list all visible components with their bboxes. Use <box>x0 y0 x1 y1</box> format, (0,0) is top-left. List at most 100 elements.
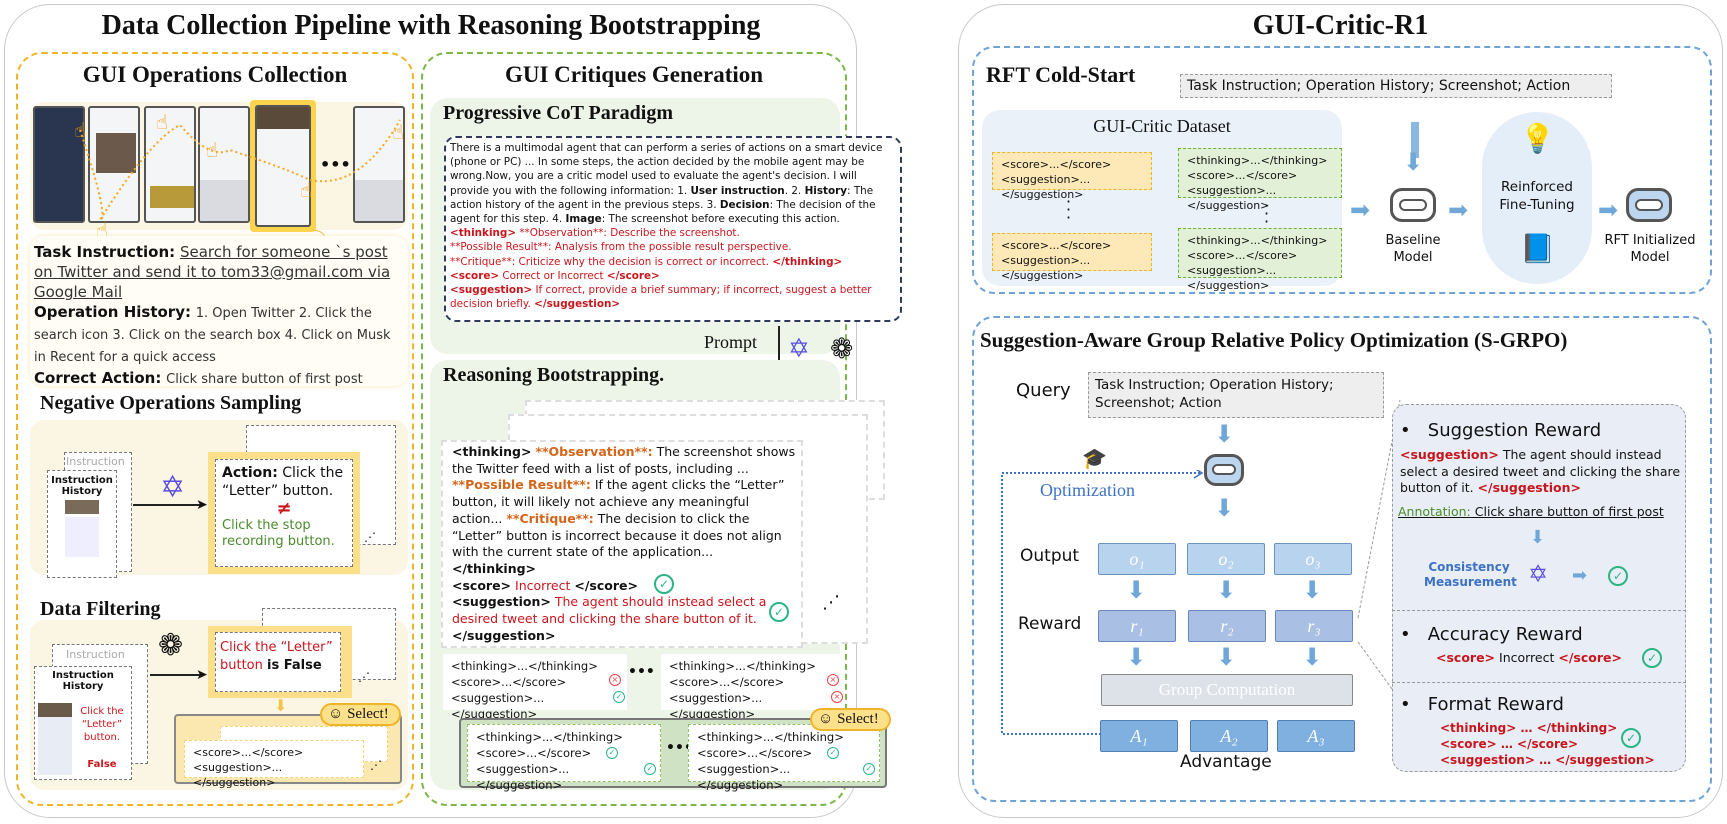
judge-action: Click the “Letter” button <box>220 640 333 673</box>
arrow-down-icon: ⬇ <box>1302 643 1323 671</box>
select-label: Select! <box>837 711 879 727</box>
cand-thinking: <thinking>...</thinking> <box>451 659 598 673</box>
entry-score: <score>...</score> <box>1001 158 1112 171</box>
arrow-down-icon: ⬇ <box>1403 148 1424 176</box>
negative-action-text: Action: Click the “Letter” button. <box>216 460 352 500</box>
cot-suggestion-close: </suggestion> <box>534 298 621 311</box>
ar-open-tag: <score> <box>1436 650 1496 665</box>
format-reward-tags: <thinking> … </thinking> <score> … </sco… <box>1440 720 1655 768</box>
arrow-right-head: ➤ <box>196 497 208 513</box>
selected-ellipsis: ••• <box>666 740 693 756</box>
bs-score-value: Incorrect <box>515 577 571 593</box>
dataset-entry-reasoning: <thinking>...</thinking> <score>...</sco… <box>1178 148 1342 212</box>
sr-close-tag: </suggestion> <box>1477 480 1581 495</box>
consistency-label: Consistency Measurement <box>1424 560 1517 589</box>
sr-text: The agent should instead select a desire… <box>1400 447 1681 495</box>
task-info-card <box>30 236 408 386</box>
rft-capsule <box>1482 112 1592 284</box>
history-label: History <box>61 486 103 497</box>
filter-screenshot-thumb <box>38 703 72 775</box>
sample-card: Action: Click the “Letter” button. ≠ Cli… <box>215 459 353 567</box>
select-badge: ☺ Select! <box>320 703 401 726</box>
instruction-label: Instruction <box>51 475 113 486</box>
filter-side-action: Click the “Letter” button. <box>80 706 124 743</box>
candidate-rejected-2: <thinking>...</thinking> <score>...</sco… <box>661 654 845 721</box>
score-ok-icon: ✓ <box>827 747 839 759</box>
lightbulb-head-icon: 💡 <box>1520 122 1555 155</box>
more-bootstrap-dots: ⋰ <box>822 592 840 613</box>
filtered-suggestion-tag: <suggestion>...</suggestion> <box>193 761 283 789</box>
entry-suggestion: <suggestion>...</suggestion> <box>1001 254 1091 282</box>
output-box-3: o₃ <box>1274 543 1352 575</box>
suggestion-ok-icon: ✓ <box>863 763 875 775</box>
arrow-down-yellow-icon: ⬇ <box>274 696 288 715</box>
arrow-right-icon <box>133 504 203 506</box>
bs-thinking-close: </thinking> <box>452 560 537 576</box>
bs-critique-text: The decision to click the “Letter” butto… <box>452 510 782 560</box>
bs-thinking-open: <thinking> <box>452 444 532 459</box>
advantage-box-3: A₃ <box>1277 720 1355 752</box>
advantage-box-1: A₁ <box>1100 720 1178 752</box>
bs-suggestion-open: <suggestion> <box>452 594 551 610</box>
dataset-entry-plain: <score>...</score> <suggestion>...</sugg… <box>992 233 1152 282</box>
entry-thinking: <thinking>...</thinking> <box>1187 234 1328 247</box>
entry-thinking: <thinking>...</thinking> <box>1187 154 1328 167</box>
more-judges-dots: ⋰ <box>358 670 370 684</box>
arrow-down-icon: ⬇ <box>1302 576 1323 604</box>
task-info-text: Task Instruction: Search for someone `s … <box>34 242 406 390</box>
cold-start-frame <box>972 46 1712 294</box>
bs-score-open: <score> <box>452 577 512 593</box>
instruction-card-front: Instruction History <box>47 470 117 578</box>
bs-observation-label: **Observation**: <box>535 444 653 459</box>
operation-path-dotted <box>79 119 401 222</box>
cold-start-title: RFT Cold-Start <box>986 62 1136 87</box>
tap-hand-icon: ☝ <box>206 138 219 162</box>
optimization-loop-dotted <box>1001 470 1204 735</box>
cot-title: Progressive CoT Paradigm <box>443 102 673 124</box>
format-reward-label: Format Reward <box>1427 694 1564 715</box>
bs-result-text: If the agent clicks the “Letter” button,… <box>452 477 785 526</box>
arrow-right-icon: ➡ <box>1598 196 1619 224</box>
prompt-arrow-line <box>778 326 780 374</box>
bs-result-label: **Possible Result**: <box>452 477 591 493</box>
task-instruction-text: Search for someone `s post on Twitter an… <box>34 243 391 301</box>
cot-critique: **Critique**: Criticize why the decision… <box>450 255 773 268</box>
suggestion-correct-check-icon: ✓ <box>769 602 789 622</box>
reward-box-1: r₁ <box>1098 610 1176 642</box>
rft-label: Reinforced Fine-Tuning <box>1499 179 1575 213</box>
sgrpo-frame <box>972 316 1712 802</box>
ar-close-tag: </score> <box>1558 650 1622 665</box>
cot-possible-result: **Possible Result**: Analysis from the p… <box>450 241 792 254</box>
filter-instruction-label: Instruction <box>52 670 114 681</box>
cand-suggestion: <suggestion>...</suggestion> <box>669 691 763 721</box>
score-correct-check-icon: ✓ <box>654 574 674 594</box>
suggestion-reward-label: Suggestion Reward <box>1427 420 1602 441</box>
negative-action-label: Action: <box>222 465 278 481</box>
graduation-cap-icon: 🎓 <box>1082 446 1107 470</box>
book-icon: 📘 <box>1520 232 1555 265</box>
fmt-suggestion: <suggestion> … </suggestion> <box>1440 753 1655 767</box>
bs-observation-text: The screenshot shows the Twitter feed wi… <box>452 444 796 476</box>
accuracy-reward-title: • Accuracy Reward <box>1400 624 1583 645</box>
bs-suggestion-value: The agent should instead select a desire… <box>452 594 767 627</box>
baseline-robot-icon <box>1390 188 1436 222</box>
vertical-ellipsis: ··· <box>1066 192 1072 227</box>
arrow-down-icon: ⬇ <box>1530 527 1546 548</box>
smiley-icon: ☺ <box>328 706 344 722</box>
arrow-right-head: ➤ <box>196 667 208 683</box>
bootstrap-card <box>441 440 803 648</box>
prompt-label: Prompt <box>704 332 758 352</box>
reward-box-3: r₃ <box>1275 610 1353 642</box>
cot-thinking-close: </thinking> <box>772 255 843 268</box>
accuracy-reward-label: Accuracy Reward <box>1427 624 1583 645</box>
sr-open-tag: <suggestion> <box>1400 447 1499 462</box>
cot-history: History <box>804 184 848 197</box>
dataset-title: GUI-Critic Dataset <box>1093 116 1231 136</box>
tap-hand-icon: ☝ <box>300 178 313 202</box>
tap-hand-icon: ☝ <box>392 120 405 144</box>
bullet: • <box>1400 694 1428 715</box>
qwen-logo-icon: ✡ <box>1528 560 1549 588</box>
annotation-label: Annotation: <box>1398 504 1471 519</box>
select-label: Select! <box>347 706 389 722</box>
bs-score-close: </score> <box>574 577 638 593</box>
